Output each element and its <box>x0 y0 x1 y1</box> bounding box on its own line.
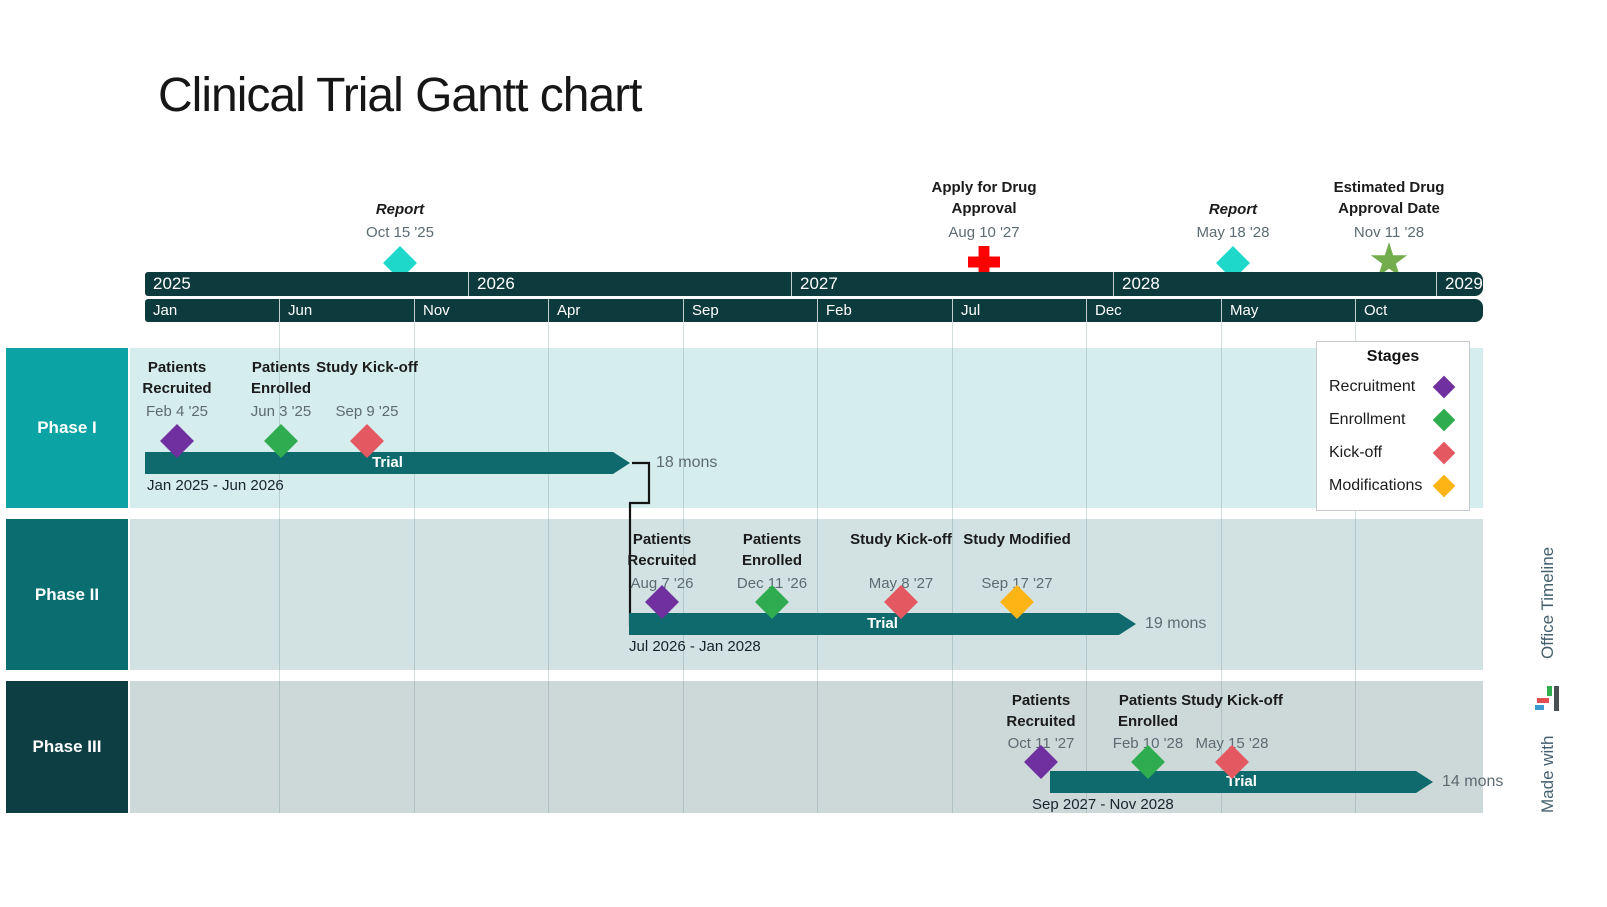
phase-name: Phase III <box>32 737 102 756</box>
bar-duration: 18 mons <box>656 454 718 471</box>
phase-i-trial-bar[interactable]: Trial <box>145 452 630 474</box>
gridline <box>548 322 549 813</box>
timeline-milestone-date: Aug 10 '27 <box>948 224 1020 241</box>
milestone-title: Patients Enrolled <box>1117 692 1178 730</box>
gridline <box>279 322 280 813</box>
milestone-date: Jun 3 '25 <box>250 403 312 420</box>
month-label: Jul <box>952 299 1086 322</box>
phase-name: Phase I <box>37 418 97 437</box>
phase-i-lane <box>130 348 1483 508</box>
month-label: Feb <box>817 299 952 322</box>
legend-title: Stages <box>1366 348 1420 365</box>
bar-date-range: Jul 2026 - Jan 2028 <box>629 638 761 655</box>
timeline-month-band: Jan Jun Nov Apr Sep Feb Jul Dec May Oct <box>145 299 1483 322</box>
milestone-title: Patients Recruited <box>627 531 697 569</box>
milestone-title: Study Kick-off <box>316 359 418 376</box>
milestone-date: Feb 10 '28 <box>1112 735 1184 752</box>
recruitment-diamond-icon <box>1432 375 1456 398</box>
milestone-title: Patients Recruited <box>142 359 212 397</box>
modifications-diamond-icon <box>1432 474 1456 497</box>
milestone-title: Patients Recruited <box>1006 692 1076 730</box>
month-label: Nov <box>414 299 548 322</box>
phase-ii-trial-bar[interactable]: Trial <box>629 613 1136 635</box>
milestone-date: May 15 '28 <box>1195 735 1269 752</box>
legend-label: Enrollment <box>1329 410 1406 428</box>
milestone-title: Patients Enrolled <box>741 531 802 569</box>
bar-label: Trial <box>867 615 898 632</box>
page-title: Clinical Trial Gantt chart <box>158 69 643 122</box>
legend-item: Enrollment <box>1329 403 1457 436</box>
gridline <box>414 322 415 813</box>
milestone-date: Aug 7 '26 <box>630 575 694 592</box>
bar-label: Trial <box>372 454 403 471</box>
gridline <box>1221 322 1222 813</box>
year-label: 2028 <box>1113 272 1436 296</box>
timeline-milestone-date: May 18 '28 <box>1196 224 1270 241</box>
legend-item: Modifications <box>1329 469 1457 502</box>
month-label: Jan <box>153 302 178 319</box>
milestone-title: Study Kick-off <box>1181 692 1283 709</box>
phase-name: Phase II <box>34 584 100 604</box>
timeline-milestone-title: Report <box>375 201 425 218</box>
bar-duration: 14 mons <box>1442 773 1504 790</box>
timeline-milestone-date: Nov 11 '28 <box>1353 224 1425 241</box>
milestone-title: Study Kick-off <box>850 531 952 548</box>
gridline <box>952 322 953 813</box>
milestone-date: Sep 17 '27 <box>981 575 1053 592</box>
year-label: 2027 <box>791 272 1113 296</box>
office-timeline-logo-icon <box>1535 684 1561 714</box>
bar-duration: 19 mons <box>1145 615 1207 632</box>
milestone-date: Sep 9 '25 <box>335 403 399 420</box>
month-label: Apr <box>548 299 683 322</box>
stages-legend: Stages Recruitment Enrollment Kick-off M… <box>1316 341 1470 511</box>
milestone-date: Oct 11 '27 <box>1007 735 1075 752</box>
milestone-title: Patients Enrolled <box>250 359 311 397</box>
legend-label: Modifications <box>1329 476 1423 494</box>
legend-item: Kick-off <box>1329 436 1457 469</box>
timeline-milestone-date: Oct 15 '25 <box>366 224 434 241</box>
timeline-milestone-title: Report <box>1208 201 1258 218</box>
watermark-prefix: Made with <box>1538 735 1557 813</box>
phase-ii-lane <box>130 519 1483 670</box>
phase-iii-trial-bar[interactable]: Trial <box>1050 771 1433 793</box>
phase-iii-label[interactable]: Phase III <box>6 681 128 813</box>
milestone-title: Study Modified <box>963 531 1071 548</box>
gridline <box>1355 322 1356 813</box>
milestone-date: May 8 '27 <box>868 575 934 592</box>
kickoff-diamond-icon <box>1432 441 1456 464</box>
legend-label: Recruitment <box>1329 377 1416 395</box>
legend-label: Kick-off <box>1329 443 1383 461</box>
month-label: Jun <box>279 299 414 322</box>
month-label: Dec <box>1086 299 1221 322</box>
bar-label: Trial <box>1226 773 1257 790</box>
timeline-milestone-title: Estimated Drug Approval Date <box>1333 179 1445 217</box>
bar-date-range: Sep 2027 - Nov 2028 <box>1032 796 1174 813</box>
month-label: Oct <box>1355 299 1483 322</box>
year-label: 2025 <box>153 274 191 293</box>
gridline <box>817 322 818 813</box>
month-label: May <box>1221 299 1355 322</box>
milestone-date: Feb 4 '25 <box>145 403 209 420</box>
year-label: 2026 <box>468 272 791 296</box>
phase-ii-label[interactable]: Phase II <box>6 519 128 670</box>
milestone-date: Dec 11 '26 <box>736 575 808 592</box>
year-label: 2029 <box>1436 272 1483 296</box>
gridline <box>683 322 684 813</box>
legend-item: Recruitment <box>1329 370 1457 403</box>
enrollment-diamond-icon <box>1432 408 1456 431</box>
bar-date-range: Jan 2025 - Jun 2026 <box>147 477 284 494</box>
month-label: Sep <box>683 299 817 322</box>
gridline <box>1086 322 1087 813</box>
phase-i-label[interactable]: Phase I <box>6 348 128 508</box>
timeline-milestone-title: Apply for Drug Approval <box>931 179 1037 217</box>
timeline-year-band: 2025 2026 2027 2028 2029 <box>145 272 1483 296</box>
watermark-brand[interactable]: Office Timeline <box>1538 546 1557 660</box>
